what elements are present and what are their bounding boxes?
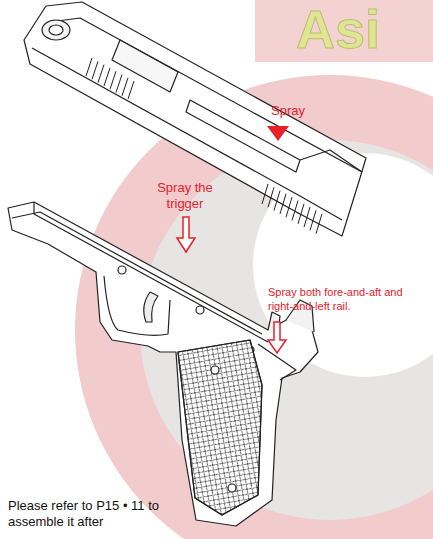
watermark-box: Asi xyxy=(296,2,433,56)
spray-label: Spray xyxy=(258,103,318,119)
spray-arrows xyxy=(177,126,289,353)
rail-arrow xyxy=(268,322,286,353)
spray-label: Spray the trigger xyxy=(145,180,225,213)
watermark: Asi xyxy=(296,2,433,56)
frame xyxy=(8,202,318,530)
reference-note: Please refer to P15 • 11 to assemble it … xyxy=(8,498,168,531)
spray-label-box: Spray both fore-and-aft and right-and-le… xyxy=(268,286,418,314)
spray-label: Spray both fore-and-aft and right-and-le… xyxy=(268,286,418,314)
spray-label-box: Spray xyxy=(258,103,318,119)
spray-marker xyxy=(267,126,289,141)
reference-note-box: Please refer to P15 • 11 to assemble it … xyxy=(8,498,168,531)
trigger-arrow xyxy=(177,217,195,252)
spray-label-box: Spray the trigger xyxy=(145,180,225,213)
